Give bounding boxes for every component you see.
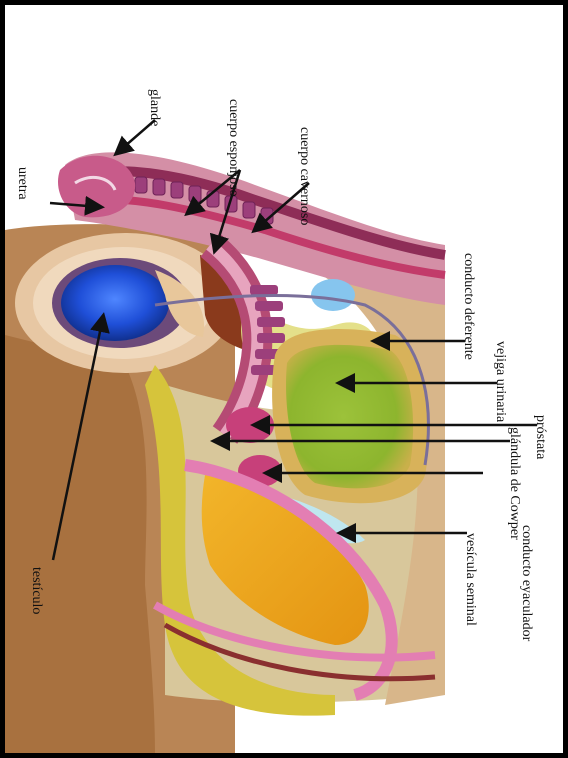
leader-glande	[113, 119, 156, 157]
label-vejiga-urinaria: vejiga urinaria	[493, 341, 508, 423]
labels: glande cuerpo esponjoso cuerpo cavernoso…	[15, 89, 548, 642]
urethra-column	[200, 233, 285, 444]
leader-testiculo	[51, 312, 110, 561]
leader-uretra	[49, 195, 105, 216]
label-uretra: uretra	[15, 167, 30, 200]
label-testiculo: testículo	[29, 567, 44, 614]
leader-esponjoso-2	[209, 169, 242, 255]
label-prostata: próstata	[533, 415, 548, 460]
vas-ampulla-shape	[311, 279, 355, 311]
diagram-canvas: glande cuerpo esponjoso cuerpo cavernoso…	[5, 5, 563, 753]
label-cuerpo-esponjoso: cuerpo esponjoso	[226, 99, 241, 197]
rectum	[153, 459, 436, 701]
label-glandula-cowper: glándula de Cowper	[507, 427, 522, 540]
anatomy-diagram: glande cuerpo esponjoso cuerpo cavernoso…	[5, 89, 548, 753]
vas-deferens-path	[154, 294, 430, 466]
label-vesicula-seminal: vesícula seminal	[463, 533, 478, 626]
label-conducto-deferente: conducto deferente	[461, 253, 476, 360]
label-glande: glande	[147, 89, 162, 126]
bladder	[272, 279, 429, 504]
label-cuerpo-cavernoso: cuerpo cavernoso	[297, 127, 312, 225]
label-conducto-eyaculador: conducto eyaculador	[519, 525, 534, 642]
testis-shape	[61, 265, 169, 341]
scrotum-testis	[15, 233, 253, 373]
leader-esponjoso-1	[184, 169, 241, 217]
leader-lines	[49, 119, 537, 561]
leader-cavernoso	[251, 182, 310, 234]
